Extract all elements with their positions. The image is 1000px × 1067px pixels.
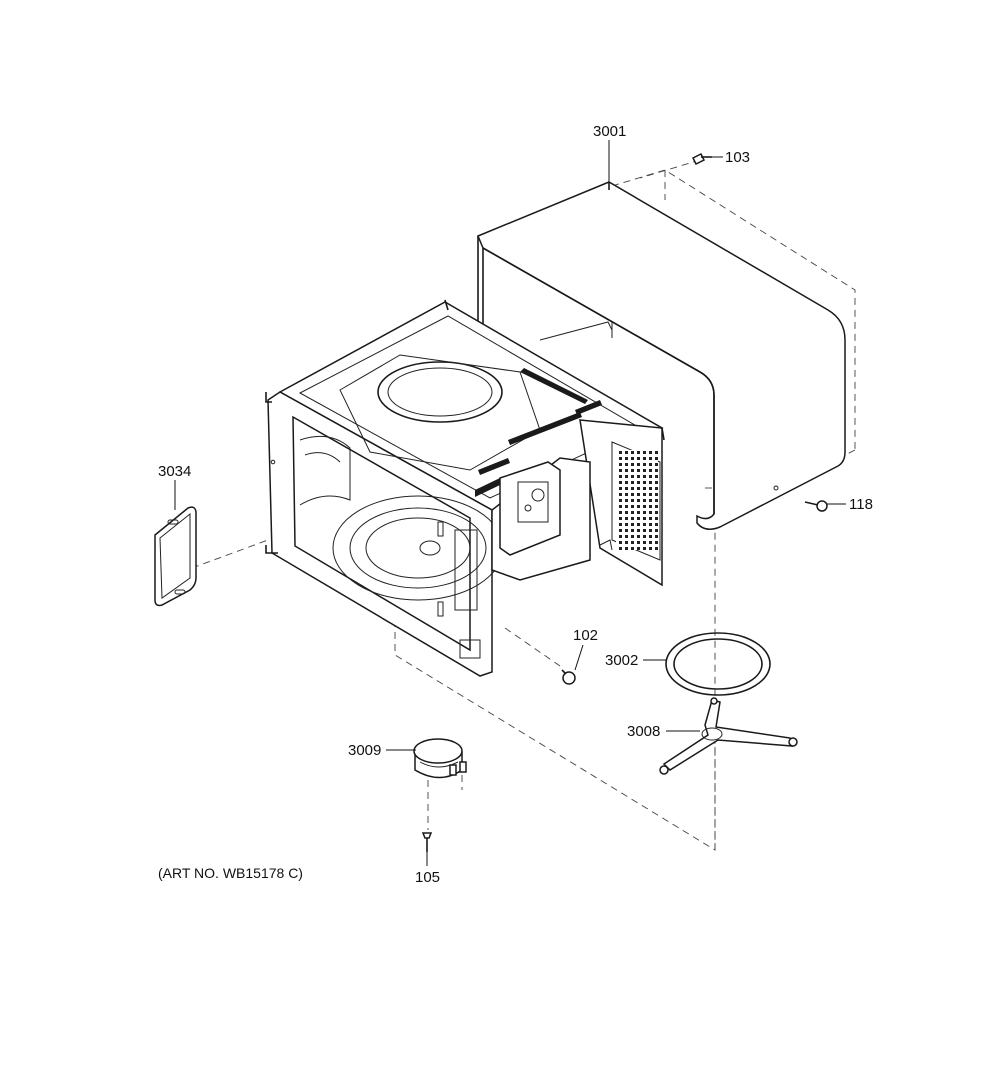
art-number: (ART NO. WB15178 C) [158,865,303,881]
assembly-guide-lines [191,159,856,851]
turntable-motor-part[interactable] [413,738,467,779]
callout-118[interactable]: 118 [849,496,873,513]
callout-3034[interactable]: 3034 [158,463,191,480]
screw-118-part[interactable] [804,500,828,512]
callout-3002[interactable]: 3002 [605,652,638,669]
callout-3008[interactable]: 3008 [627,723,660,740]
side-vent-grid [616,450,658,550]
callout-labels: 3001 103 118 3034 102 3002 3008 3009 105… [158,123,873,886]
top-vents [475,368,602,497]
callout-3001[interactable]: 3001 [593,123,626,140]
turntable-coupler-part[interactable] [659,697,798,775]
screw-105-part[interactable] [421,832,433,852]
screw-103-part[interactable] [691,152,712,166]
outer-case-part[interactable] [477,181,846,530]
screw-102-part[interactable] [561,669,576,685]
leader-lines [174,140,846,866]
roller-ring-part[interactable] [665,632,771,696]
callout-102[interactable]: 102 [573,627,598,644]
callout-3009[interactable]: 3009 [348,742,381,759]
callout-105[interactable]: 105 [415,869,440,886]
waveguide-cover-part[interactable] [154,506,197,607]
cavity-chassis-assembly [265,299,665,677]
callout-103[interactable]: 103 [725,149,750,166]
